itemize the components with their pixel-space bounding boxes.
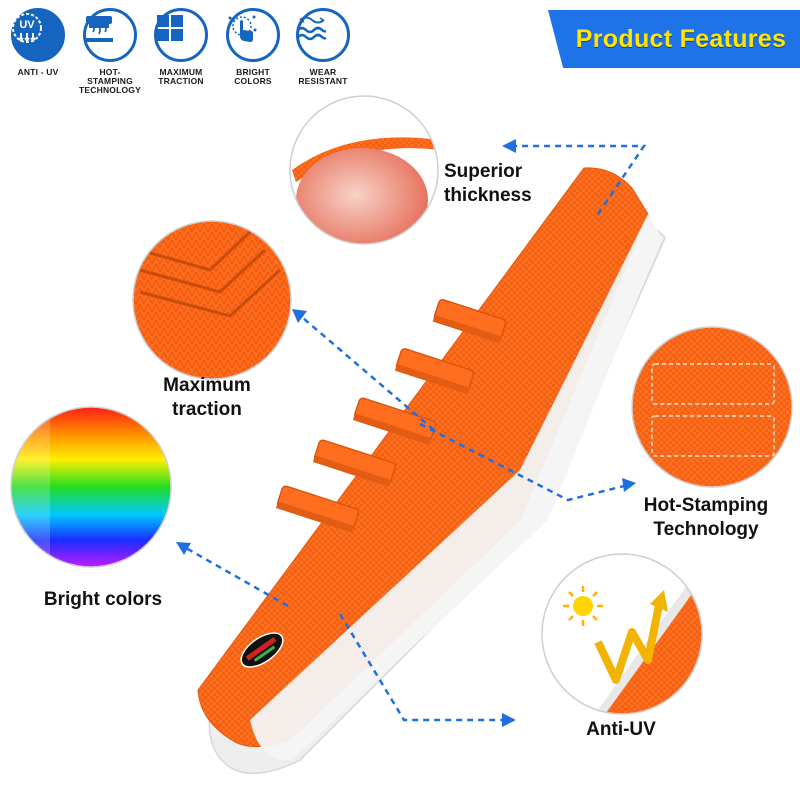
banner-title: Product Features (575, 24, 787, 53)
icon-label-wear-resistant: WEAR RESISTANT (292, 68, 354, 86)
seat-white-band (250, 214, 662, 761)
icon-hot-stamping: HOT-STAMPING TECHNOLOGY (79, 8, 141, 95)
icon-label-line: WEAR (309, 67, 337, 77)
label-anti-uv: Anti-UV (578, 718, 664, 742)
icon-bright-colors: BRIGHT COLORS (222, 8, 284, 86)
label-line: thickness (444, 185, 532, 206)
icon-label-line: HOT-STAMPING (87, 67, 133, 86)
svg-text:UV: UV (19, 19, 35, 31)
icon-label-bright-colors: BRIGHT COLORS (234, 67, 272, 86)
icon-wear-resistant: WEAR RESISTANT (292, 8, 354, 86)
bright-colors-detail-circle (10, 406, 172, 568)
label-line: traction (172, 399, 242, 420)
icon-maximum-traction: MAXIMUM TRACTION (150, 8, 212, 86)
wave-wear-icon (296, 8, 350, 62)
icon-label-hot-stamping: HOT-STAMPING TECHNOLOGY (79, 68, 141, 95)
icon-label-anti-uv: ANTI - UV (17, 67, 59, 77)
label-hot-stamping-technology: Hot-Stamping Technology (638, 494, 774, 542)
grid-traction-icon (154, 8, 208, 62)
hot-stamping-icon (83, 8, 137, 62)
icon-label-line: TECHNOLOGY (79, 85, 141, 95)
label-line: Technology (653, 519, 759, 540)
label-bright-colors: Bright colors (36, 588, 170, 612)
label-line: Bright colors (43, 589, 163, 610)
label-line: Anti-UV (586, 719, 656, 740)
icon-label-maximum-traction: MAXIMUM TRACTION (150, 68, 212, 86)
traction-detail-circle (132, 220, 292, 380)
callout-arrows (185, 144, 647, 722)
thickness-detail-circle (289, 95, 439, 245)
label-line: Maximum (163, 375, 251, 396)
product-features-banner: Product Features (548, 10, 800, 68)
brand-badge-logo (240, 632, 284, 668)
label-superior-thickness: Superior thickness (444, 160, 532, 208)
traction-ribs (275, 299, 507, 533)
arrow-heads (176, 139, 636, 727)
label-maximum-traction: Maximum traction (152, 374, 262, 422)
hot-stamping-detail-circle (631, 326, 793, 488)
anti-uv-detail-circle (541, 553, 703, 715)
uv-shield-icon: UV (11, 8, 65, 62)
icon-anti-uv: UV ANTI - UV (7, 8, 69, 77)
icon-label-line: MAXIMUM (159, 67, 203, 77)
sun-icon (563, 586, 603, 626)
label-line: Hot-Stamping (643, 495, 769, 516)
label-line: Superior (444, 161, 523, 182)
icon-label-line: RESISTANT (298, 76, 348, 86)
icon-label-line: TRACTION (158, 76, 204, 86)
touch-sparkle-icon (226, 8, 280, 62)
